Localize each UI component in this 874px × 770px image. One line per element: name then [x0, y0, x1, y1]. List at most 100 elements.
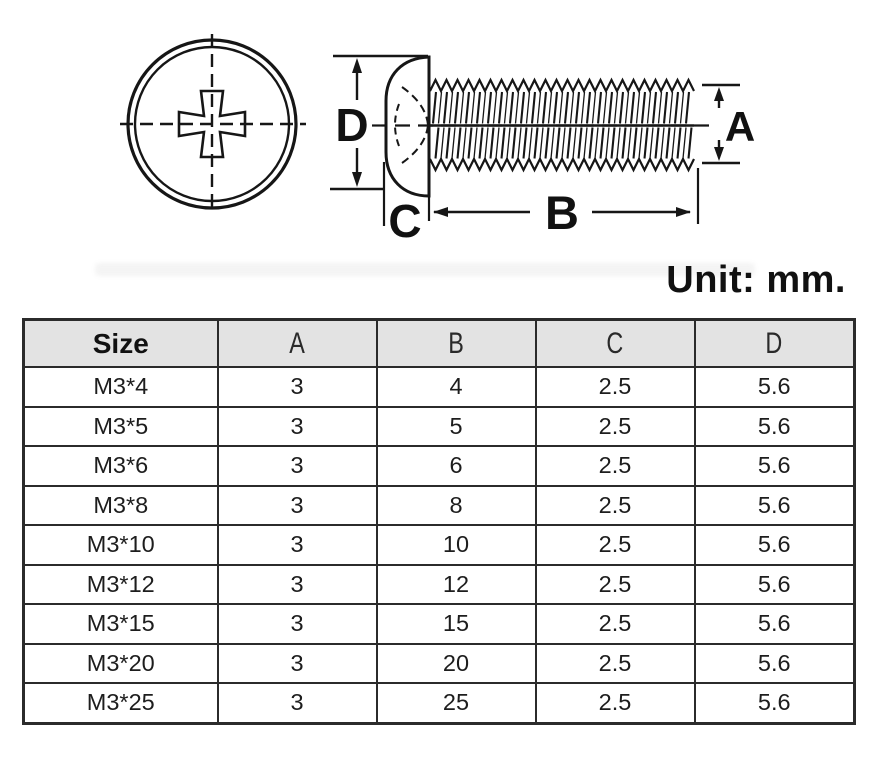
thread-flank-line	[588, 127, 594, 159]
thread-flank-line	[640, 91, 647, 124]
value-cell: 5.6	[693, 563, 856, 605]
dimension-d	[330, 54, 428, 191]
header-letter: A	[289, 326, 305, 360]
header-letter: B	[448, 326, 464, 360]
thread-flank-line	[492, 91, 498, 124]
thread-flank-line	[478, 127, 484, 159]
thread-flank-line	[533, 127, 539, 159]
value-cell: 5.6	[693, 366, 856, 408]
value-cell: 2.5	[534, 603, 696, 645]
value-cell: 12	[375, 563, 537, 605]
dimension-b	[433, 168, 700, 224]
thread-flank-line	[616, 127, 621, 159]
thread-flank-line	[442, 91, 449, 124]
thread-flank-line	[673, 91, 680, 124]
watermark-smudge	[95, 263, 755, 276]
value-cell: 3	[216, 682, 378, 724]
thread-flank-line	[451, 127, 456, 159]
size-cell: M3*20	[22, 642, 219, 684]
thread-flank-line	[464, 91, 471, 124]
thread-bottom-edge	[429, 156, 695, 173]
thread-flank-line	[569, 91, 575, 124]
value-cell: 20	[375, 642, 537, 684]
value-cell: 5.6	[693, 484, 856, 526]
value-cell: 2.5	[534, 682, 696, 724]
thread-flank-line	[431, 91, 438, 124]
thread-flank-line	[684, 91, 691, 124]
thread-flank-line	[561, 127, 566, 159]
thread-flank-line	[599, 127, 605, 159]
thread-flank-line	[473, 127, 478, 159]
thread-flank-line	[607, 91, 614, 124]
thread-flank-line	[508, 91, 515, 124]
dimension-c	[382, 162, 431, 226]
header-cell-a: A	[216, 318, 378, 368]
value-cell: 10	[375, 524, 537, 566]
thread-flank-line	[437, 91, 443, 124]
size-cell: M3*5	[22, 405, 219, 447]
value-cell: 3	[216, 603, 378, 645]
value-cell: 3	[216, 445, 378, 487]
thread-flank-line	[434, 127, 440, 159]
thread-flank-line	[481, 91, 487, 124]
dimension-label-d: D	[335, 99, 368, 151]
value-cell: 3	[216, 642, 378, 684]
thread-flank-line	[660, 127, 665, 159]
thread-flank-line	[577, 127, 583, 159]
thread-flank-line	[610, 127, 616, 159]
size-cell: M3*25	[22, 682, 219, 724]
thread-flank-line	[594, 127, 599, 159]
value-cell: 5.6	[693, 445, 856, 487]
size-cell: M3*6	[22, 445, 219, 487]
value-cell: 2.5	[534, 405, 696, 447]
thread-flank-line	[467, 127, 473, 159]
size-cell: M3*12	[22, 563, 219, 605]
thread-flank-line	[506, 127, 511, 159]
thread-flank-line	[682, 127, 687, 159]
thread-flank-line	[558, 91, 564, 124]
thread-flank-line	[470, 91, 476, 124]
thread-flank-line	[662, 91, 669, 124]
thread-flank-line	[583, 127, 588, 159]
thread-flank-line	[657, 91, 663, 124]
thread-flank-line	[484, 127, 489, 159]
thread-flank-line	[541, 91, 548, 124]
thread-flank-line	[602, 91, 608, 124]
thread-flank-line	[627, 127, 632, 159]
arrow-right-icon	[676, 207, 691, 217]
thread-flank-line	[635, 91, 641, 124]
thread-flank-line	[462, 127, 467, 159]
thread-flank-line	[629, 91, 636, 124]
thread-lines	[429, 77, 695, 173]
thread-flank-line	[668, 91, 674, 124]
size-cell: M3*10	[22, 524, 219, 566]
thread-flank-line	[456, 127, 462, 159]
value-cell: 6	[375, 445, 537, 487]
thread-flank-line	[495, 127, 500, 159]
thread-flank-line	[486, 91, 493, 124]
thread-flank-line	[539, 127, 544, 159]
thread-flank-line	[497, 91, 504, 124]
thread-flank-line	[550, 127, 555, 159]
thread-flank-line	[547, 91, 553, 124]
thread-flank-line	[555, 127, 561, 159]
header-cell-b: B	[375, 318, 537, 368]
value-cell: 3	[216, 524, 378, 566]
thread-flank-line	[574, 91, 581, 124]
thread-flank-line	[530, 91, 537, 124]
thread-flank-line	[489, 127, 495, 159]
thread-flank-line	[500, 127, 506, 159]
thread-flank-line	[676, 127, 682, 159]
header-cell-d: D	[693, 318, 856, 368]
thread-flank-line	[613, 91, 619, 124]
value-cell: 3	[216, 405, 378, 447]
screw-technical-drawing: D C B A	[120, 34, 755, 247]
